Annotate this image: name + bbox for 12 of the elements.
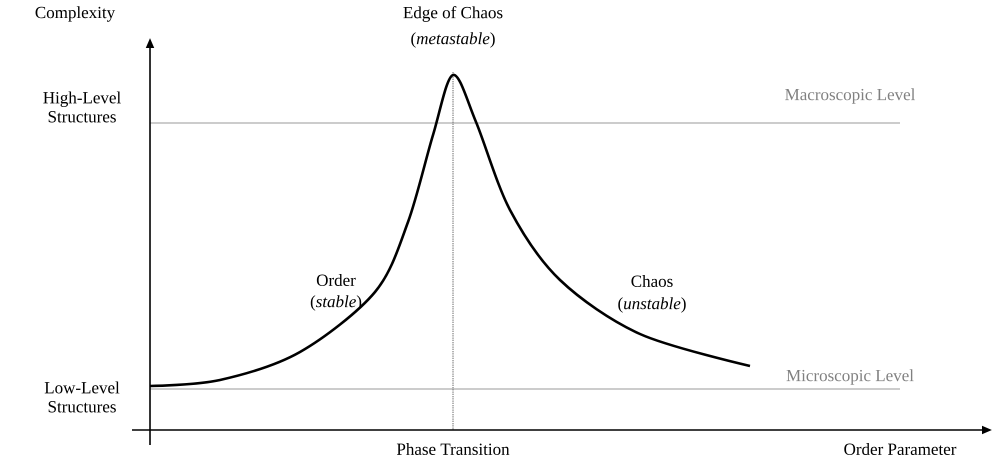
peak-label: (metastable) (411, 32, 495, 48)
region-label: Order (316, 274, 356, 286)
level-label: Microscopic Level (786, 369, 914, 385)
level-label: Macroscopic Level (785, 88, 916, 104)
axis-label: Order Parameter (844, 443, 956, 455)
level-label: High-Level Structures (43, 92, 121, 122)
peak-label: Edge of Chaos (403, 6, 502, 22)
axis-label: Complexity (36, 6, 116, 22)
region-label: (unstable) (618, 297, 686, 313)
region-label: Chaos (631, 275, 673, 287)
axis-label: Phase Transition (396, 443, 510, 455)
level-label: Low-Level Structures (44, 382, 120, 412)
